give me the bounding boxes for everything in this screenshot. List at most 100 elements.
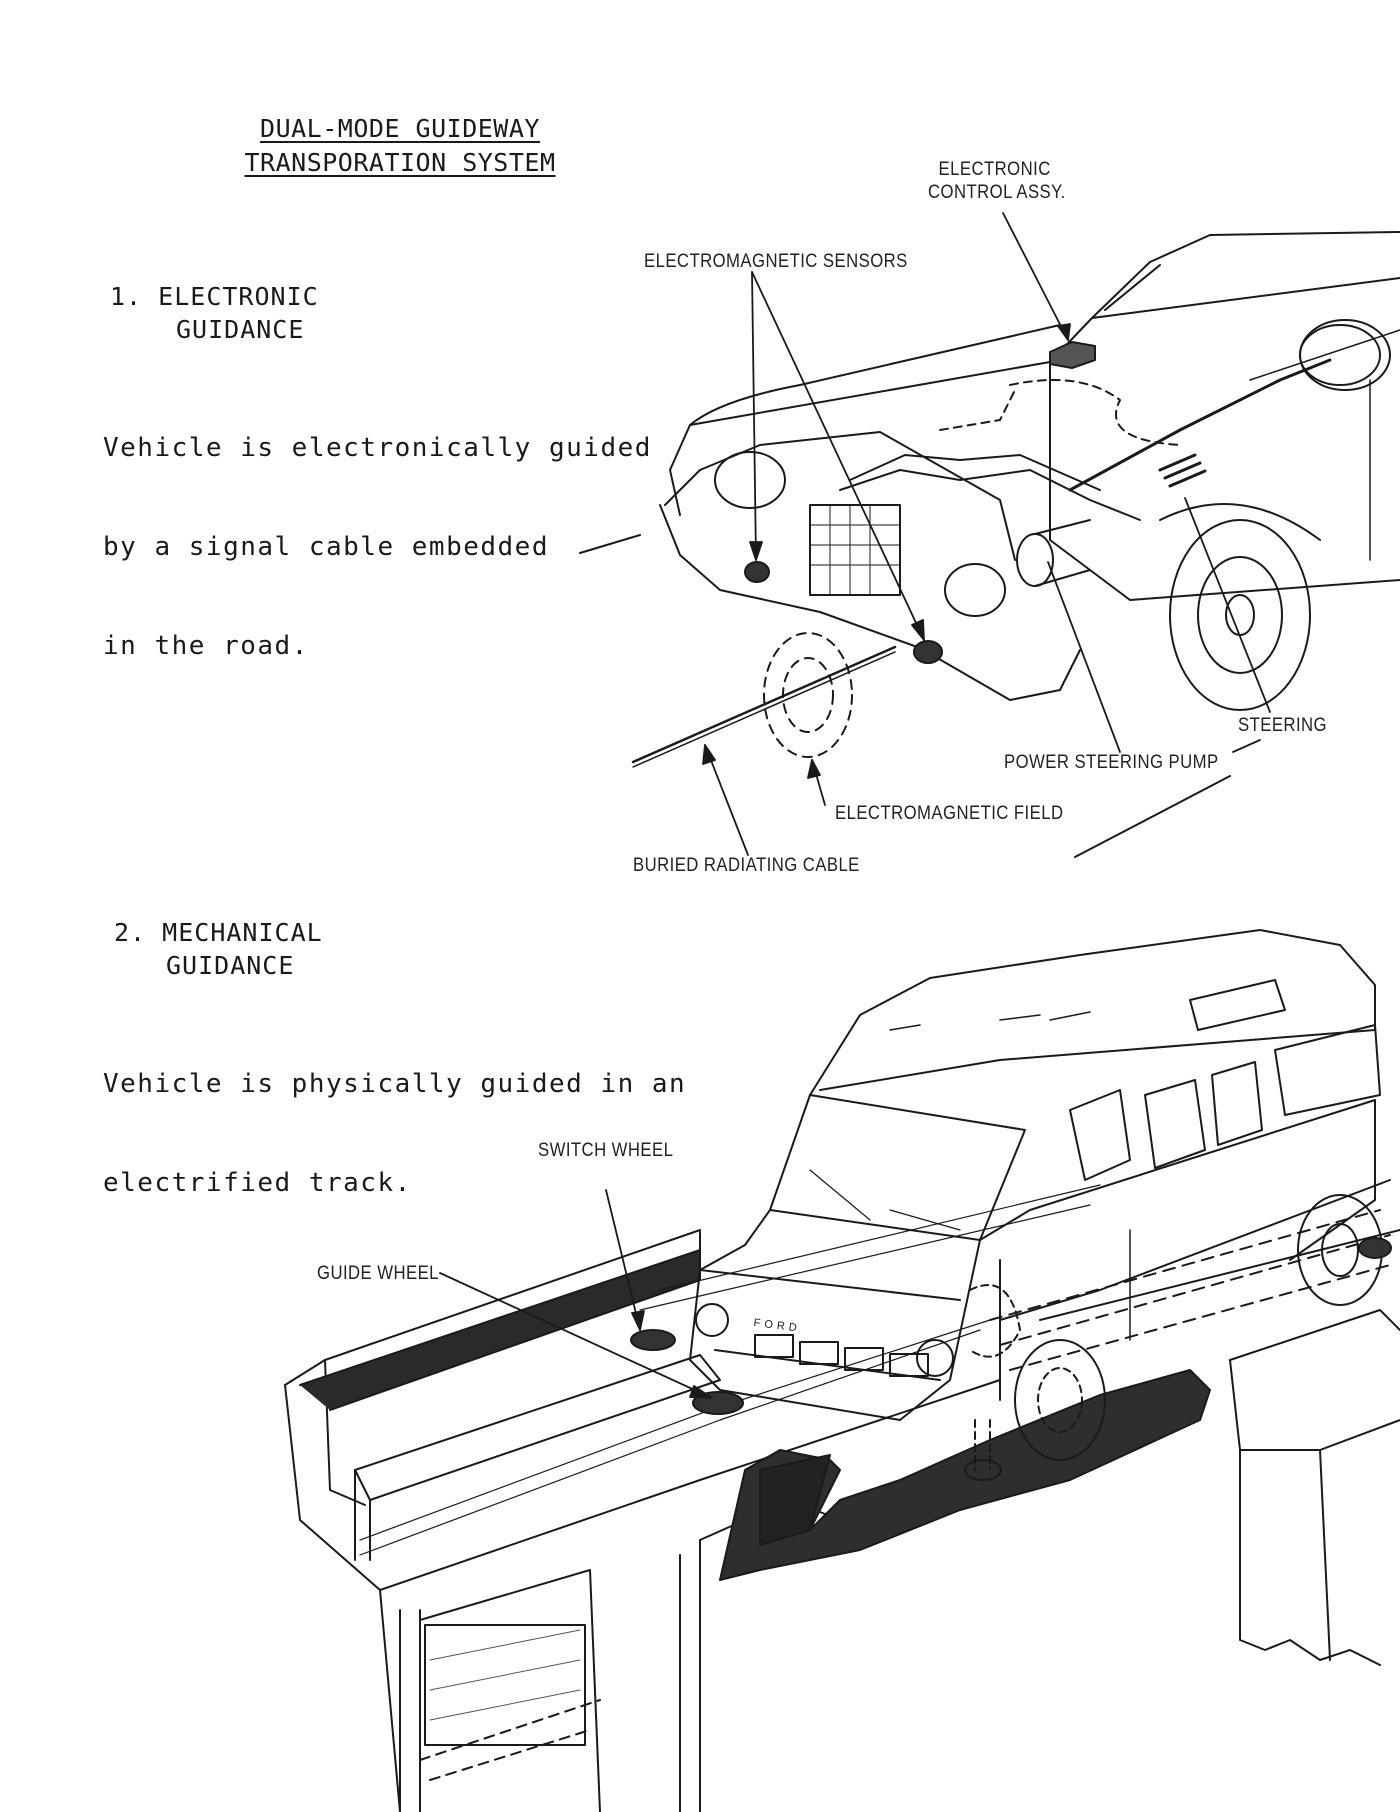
hidden-mechanism: [970, 1285, 1020, 1357]
van-grille-slot: [800, 1342, 838, 1364]
label-electromagnetic-field: ELECTROMAGNETIC FIELD: [835, 803, 1064, 824]
sensor-right: [914, 641, 942, 663]
wiring-harness: [1010, 380, 1180, 445]
pillar: [1230, 1360, 1380, 1665]
steering-wheel: [1300, 320, 1390, 390]
rail-support: [355, 1470, 370, 1560]
van-roof: [810, 930, 1375, 1095]
deck-groove: [660, 1185, 1100, 1290]
cavity-hatch: [430, 1630, 580, 1720]
roof-marks: [890, 1012, 1090, 1030]
electromagnetic-field-diagram: [633, 633, 895, 767]
headlight-left: [715, 452, 785, 508]
torn-cover: [720, 1370, 1210, 1580]
lower-web: [400, 1610, 420, 1812]
van-side-window: [1145, 1080, 1205, 1168]
lower-box: [420, 1570, 600, 1812]
headlight-right: [945, 564, 1005, 616]
lower-cavity: [425, 1625, 585, 1745]
wheel-center: [1226, 595, 1254, 635]
harness-line: [850, 455, 1100, 490]
section2-heading-line2: GUIDANCE: [166, 951, 295, 980]
page-title: DUAL-MODE GUIDEWAY TRANSPORATION SYSTEM: [200, 112, 600, 180]
lower-dashed: [420, 1700, 600, 1780]
arrowhead: [1058, 324, 1070, 340]
label-switch-wheel: SWITCH WHEEL: [538, 1140, 674, 1161]
rear-guide-wheel: [1359, 1238, 1391, 1258]
car-roof: [1092, 232, 1400, 318]
callout-lines-section1: [703, 213, 1270, 855]
title-line-2: TRANSPORATION SYSTEM: [244, 148, 556, 177]
section1-description: Vehicle is electronically guided by a si…: [103, 366, 652, 696]
guideway-right-top: [1040, 1230, 1400, 1320]
section1-text-line2: by a signal cable embedded: [103, 532, 549, 562]
buried-cable-edge: [633, 652, 895, 767]
leader-steering: [1185, 498, 1270, 712]
windshield-pillar: [1105, 265, 1160, 310]
guideway-shadow-wall: [300, 1250, 700, 1410]
section1-text-line3: in the road.: [103, 631, 309, 661]
section2-heading: 2. MECHANICAL GUIDANCE: [114, 916, 323, 982]
leader-sensor-left: [752, 272, 756, 560]
harness-line: [840, 470, 1140, 520]
cover-flap: [760, 1455, 830, 1545]
section1-text-line1: Vehicle is electronically guided: [103, 433, 652, 463]
wiring-harness: [940, 390, 1015, 430]
hood-front: [670, 425, 690, 515]
van-grille-slot: [845, 1348, 883, 1370]
field-inner-ring: [783, 658, 833, 732]
section2-heading-line1: MECHANICAL: [162, 918, 323, 947]
van-grille-slot: [890, 1354, 928, 1376]
arrowhead: [703, 745, 715, 764]
arrowhead: [690, 1386, 712, 1398]
hood-rear: [690, 318, 1092, 425]
pillar-top: [1240, 1420, 1400, 1450]
leader-sensor-right: [752, 272, 924, 640]
car-side: [1050, 362, 1400, 600]
section1-number: 1.: [110, 282, 143, 311]
front-wheel: [1170, 520, 1310, 710]
deck-edge: [380, 1380, 1000, 1590]
field-outer-ring: [764, 633, 852, 757]
arrowhead: [632, 1311, 644, 1330]
wiper: [810, 1170, 960, 1230]
van-roof-window: [1190, 980, 1285, 1030]
van-side-window: [1212, 1062, 1262, 1145]
wheel-arch: [1160, 504, 1320, 540]
leader-switch-wheel: [606, 1190, 640, 1330]
arrowhead: [808, 760, 820, 778]
arrowhead: [912, 620, 924, 640]
van-windshield: [770, 1095, 1025, 1240]
label-control-assy-line1: ELECTRONIC: [938, 159, 1051, 180]
label-control-assy: ELECTRONIC CONTROL ASSY.: [928, 158, 1066, 204]
van-side-window: [1275, 1025, 1380, 1115]
van-front: [690, 1210, 980, 1420]
guideway-illustration: [285, 1180, 1400, 1812]
road-line: [1075, 776, 1230, 857]
deck-groove: [640, 1205, 1090, 1310]
rail-left: [355, 1355, 720, 1500]
van-roofline: [820, 1030, 1375, 1090]
van-headlight-left: [696, 1304, 728, 1336]
label-control-assy-line2: CONTROL ASSY.: [928, 182, 1066, 203]
label-steering: STEERING: [1238, 715, 1327, 736]
van-grille-slot: [755, 1335, 793, 1357]
leader-control-assy: [1003, 213, 1068, 340]
front-bumper: [660, 505, 1080, 700]
guideway-right-edge: [1000, 1180, 1390, 1380]
van-hood-line: [700, 1270, 960, 1300]
steering-wheel-inner: [1300, 325, 1380, 385]
label-sensors: ELECTROMAGNETIC SENSORS: [644, 251, 908, 272]
car-illustration: [580, 232, 1400, 857]
section2-description: Vehicle is physically guided in an elect…: [103, 1002, 686, 1233]
section1-heading-line1: ELECTRONIC: [158, 282, 319, 311]
pump-cylinder: [1017, 534, 1053, 586]
van-side-window: [1070, 1090, 1130, 1180]
guideway-left-rim: [285, 1230, 700, 1385]
windshield-base: [1092, 278, 1400, 318]
label-power-steering-pump: POWER STEERING PUMP: [1004, 752, 1219, 773]
steering-rack: [1160, 455, 1205, 486]
guide-wheel-rear: [965, 1460, 1001, 1480]
road-line: [580, 535, 640, 553]
